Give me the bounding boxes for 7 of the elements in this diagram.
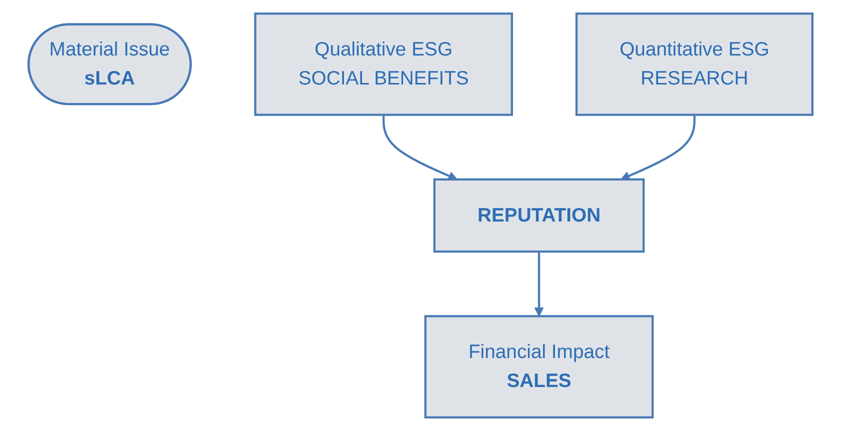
node-box: Quantitative ESG RESEARCH	[575, 12, 814, 116]
arrow	[382, 114, 458, 180]
arrow	[534, 252, 544, 317]
node-box: REPUTATION	[433, 178, 645, 253]
node-box: Qualitative ESG SOCIAL BENEFITS	[254, 12, 513, 116]
arrow	[620, 114, 696, 180]
node-box: Financial Impact SALES	[424, 315, 654, 418]
